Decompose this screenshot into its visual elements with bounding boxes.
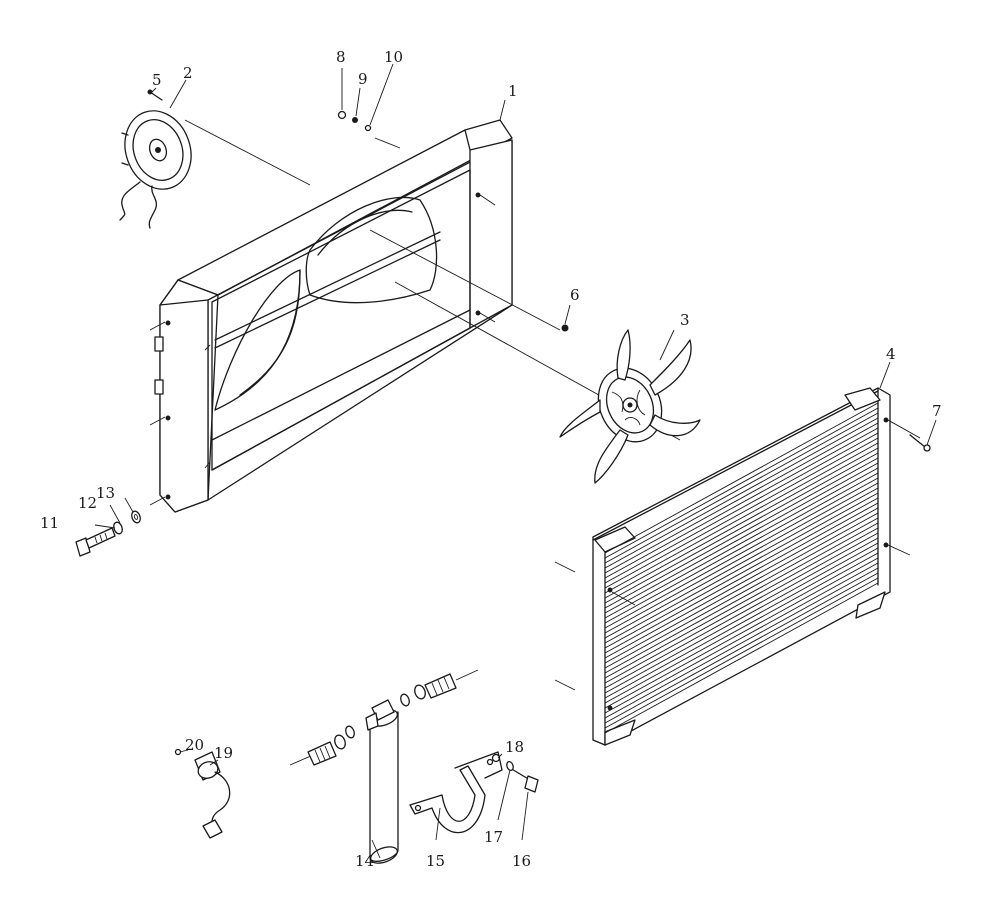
fin-line xyxy=(604,452,879,604)
fin-line xyxy=(604,492,879,644)
callout-14: 14 xyxy=(355,852,374,870)
fin-line xyxy=(604,552,879,704)
callout-13: 13 xyxy=(96,484,115,502)
fin-line xyxy=(604,422,879,574)
washer-12 xyxy=(113,521,123,535)
fin-line xyxy=(604,557,879,709)
callout-7: 7 xyxy=(932,402,942,420)
fan-shroud-housing xyxy=(149,119,513,513)
fin-line xyxy=(604,402,879,554)
leader-line xyxy=(184,119,311,186)
callout-labels: 1 2 3 4 5 6 7 8 9 10 11 12 13 14 15 16 1… xyxy=(40,48,942,870)
fin-line xyxy=(604,432,879,584)
callout-4: 4 xyxy=(886,345,896,363)
callout-12: 12 xyxy=(78,494,97,512)
fin-line xyxy=(604,582,879,734)
callout-17: 17 xyxy=(484,828,503,846)
fin-line xyxy=(604,572,879,724)
callout-11: 11 xyxy=(40,514,59,532)
bracket-15 xyxy=(409,751,503,834)
o-ring-20 xyxy=(174,748,182,756)
callout-10: 10 xyxy=(384,48,403,66)
callout-9: 9 xyxy=(358,70,368,88)
pressure-switch-19 xyxy=(194,751,231,839)
leader-line xyxy=(374,137,401,149)
fin-line xyxy=(604,472,879,624)
screw-7 xyxy=(909,434,931,452)
fin-line xyxy=(604,517,879,669)
nut-18 xyxy=(491,753,501,763)
fin-line xyxy=(604,457,879,609)
inlet-fittings xyxy=(289,725,355,766)
fin-line xyxy=(604,417,879,569)
fin-line xyxy=(604,447,879,599)
fin-line xyxy=(604,502,879,654)
fin-line xyxy=(604,437,879,589)
washer-9 xyxy=(352,117,358,123)
callout-8: 8 xyxy=(336,48,346,66)
condenser-core xyxy=(554,387,921,746)
nut-8 xyxy=(337,110,347,120)
screw-5 xyxy=(147,89,163,101)
callout-18: 18 xyxy=(505,738,524,756)
callout-leaders xyxy=(94,63,937,859)
fin-line xyxy=(604,547,879,699)
fin-line xyxy=(604,522,879,674)
fin-line xyxy=(604,497,879,649)
callout-3: 3 xyxy=(680,311,690,329)
fin-line xyxy=(604,407,879,559)
fin-line xyxy=(604,482,879,634)
fin-line xyxy=(604,577,879,729)
washer-17 xyxy=(506,760,514,772)
callout-16: 16 xyxy=(512,852,531,870)
nut-6 xyxy=(561,324,569,332)
fin-line xyxy=(604,532,879,684)
fin-line xyxy=(604,567,879,719)
condenser-fins xyxy=(604,402,879,734)
fin-line xyxy=(604,412,879,564)
fin-line xyxy=(604,562,879,714)
fin-line xyxy=(604,542,879,694)
callout-15: 15 xyxy=(426,852,445,870)
fin-line xyxy=(604,487,879,639)
washer-10 xyxy=(364,124,372,132)
callout-19: 19 xyxy=(214,744,233,762)
outlet-fittings xyxy=(400,669,479,707)
fin-line xyxy=(604,467,879,619)
fin-line xyxy=(604,427,879,579)
washer-13 xyxy=(131,510,141,524)
fin-line xyxy=(604,537,879,689)
receiver-drier xyxy=(365,699,399,864)
fin-line xyxy=(604,512,879,664)
fin-line xyxy=(604,462,879,614)
callout-20: 20 xyxy=(185,736,204,754)
fin-line xyxy=(604,477,879,629)
fin-line xyxy=(604,527,879,679)
callout-2: 2 xyxy=(183,64,193,82)
fan-motor xyxy=(119,110,192,229)
bolt-16 xyxy=(509,767,539,793)
fin-line xyxy=(604,507,879,659)
callout-6: 6 xyxy=(570,286,580,304)
callout-5: 5 xyxy=(152,71,162,89)
fan-blade xyxy=(559,329,701,484)
fin-line xyxy=(604,442,879,594)
bolt-11 xyxy=(75,527,116,557)
callout-1: 1 xyxy=(508,82,518,100)
leader-line xyxy=(369,229,561,331)
